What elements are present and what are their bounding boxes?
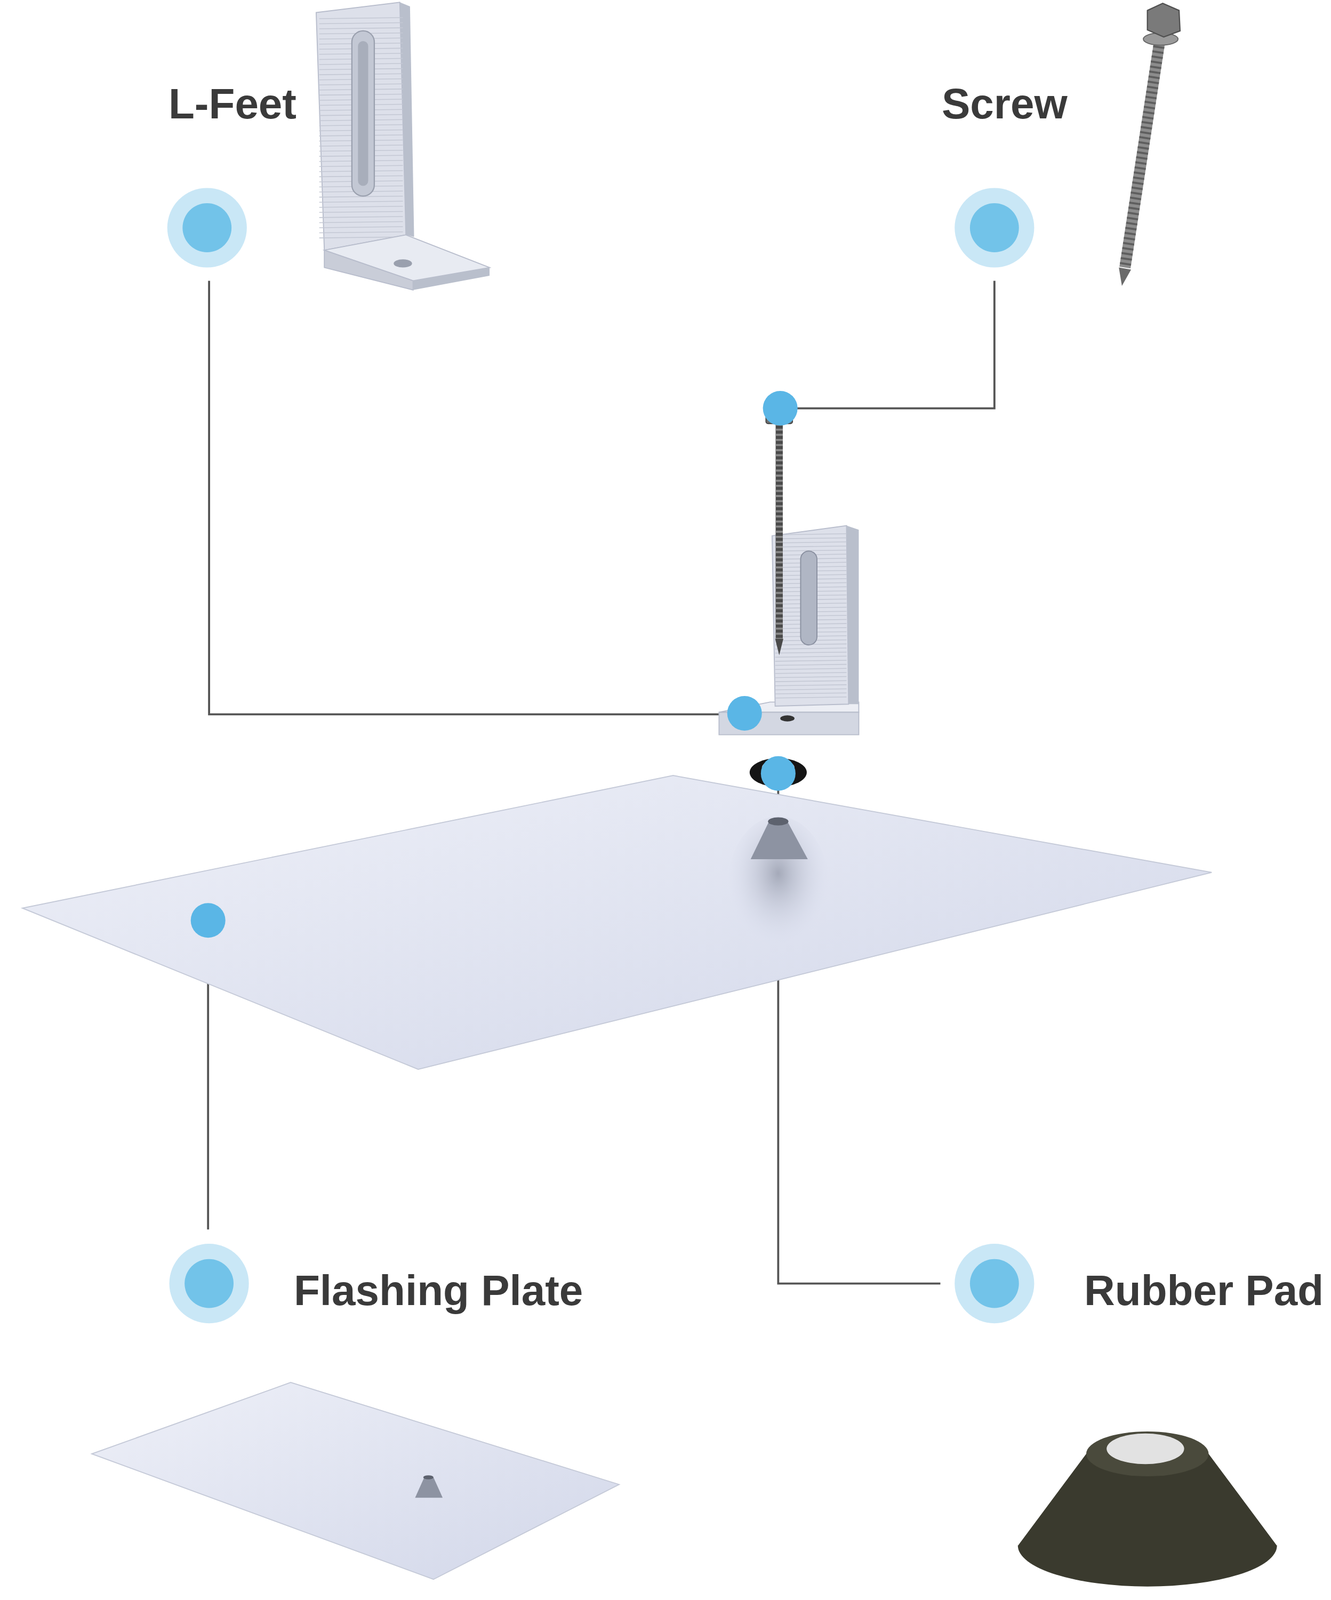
screw-assembled: [765, 412, 793, 655]
l-foot-base-front: [324, 250, 413, 291]
l-foot-side: [846, 525, 859, 704]
l-foot-rib: [775, 537, 847, 539]
l-foot-assembled: [718, 525, 859, 735]
l-foot-rib: [319, 211, 404, 213]
callout-dot: [969, 1259, 1020, 1309]
l-foot-rib: [775, 533, 847, 535]
screw-thread: [1125, 41, 1160, 268]
l-foot-rib: [319, 22, 404, 24]
rubber-pad-icon: [1017, 1431, 1278, 1587]
l-foot-rib: [319, 201, 404, 203]
screw-thread: [775, 423, 783, 639]
callout-ring: [954, 1243, 1034, 1324]
screw-shaft: [775, 423, 783, 639]
part-name: Rubber Pad: [1084, 1269, 1324, 1312]
part-name: Screw: [941, 82, 1068, 126]
l-foot-base-side: [413, 267, 490, 291]
l-foot-rib: [319, 206, 404, 208]
callout-ring: [954, 187, 1034, 268]
screw-tip: [1118, 267, 1132, 286]
l-foot-rib: [775, 647, 847, 649]
callout-ring: [169, 1243, 249, 1324]
rubber-pad-hole: [1106, 1433, 1184, 1464]
leader-line: [780, 280, 995, 408]
l-foot-slot: [351, 30, 375, 197]
l-foot-rib: [775, 655, 847, 657]
l-foot-icon: [316, 2, 490, 290]
callout-markers: [167, 187, 1035, 1324]
flashing-plate-icon: [91, 1382, 620, 1579]
part-name: Flashing Plate: [293, 1269, 583, 1312]
part-name: L-Feet: [168, 82, 297, 126]
plate-cone-top: [423, 1474, 434, 1480]
l-foot-rib: [319, 226, 404, 228]
l-foot-rib: [775, 672, 847, 674]
pointer-dot: [763, 390, 798, 426]
l-foot-rib: [319, 27, 404, 29]
plate-cone-top: [767, 817, 789, 826]
screw-icon: [1118, 3, 1181, 286]
l-foot-rib: [319, 216, 404, 218]
l-foot-rib: [775, 652, 847, 654]
l-foot-rib: [775, 546, 847, 548]
l-foot-slot: [800, 550, 817, 645]
plate-cone: [414, 1477, 443, 1498]
callout-dot: [182, 203, 232, 253]
l-foot-rib: [775, 541, 847, 543]
plate-shadow: [727, 816, 830, 960]
leader-line: [209, 280, 745, 715]
l-foot-slot-inner: [357, 41, 368, 187]
l-foot-rib: [319, 17, 404, 19]
pointer-dot: [760, 756, 796, 791]
l-foot-upright: [316, 2, 406, 251]
callout-dot: [969, 203, 1020, 253]
l-foot-rib: [775, 664, 847, 666]
l-foot-upright: [772, 525, 849, 707]
l-foot-rib: [775, 692, 847, 694]
l-foot-rib: [319, 221, 404, 223]
l-foot-rib: [775, 688, 847, 691]
l-foot-hole: [780, 715, 795, 721]
l-foot-rib: [319, 231, 404, 234]
flashing-plate-drawing: [22, 758, 1212, 1070]
l-foot-rib: [775, 660, 847, 662]
l-foot-rib: [775, 696, 847, 699]
l-foot-ribs: [775, 533, 847, 699]
plate-surface: [22, 775, 1212, 1070]
screw-head: [1147, 3, 1181, 37]
leader-lines: [207, 280, 995, 1284]
l-foot-rib: [775, 684, 847, 686]
plate-cone: [750, 821, 808, 860]
rubber-pad-top: [1086, 1431, 1209, 1477]
screw-shaft: [1125, 41, 1160, 268]
l-foot-hole: [393, 259, 412, 268]
l-foot-rib: [775, 680, 847, 682]
l-foot-ribs: [319, 17, 404, 238]
pointer-dot: [727, 695, 763, 731]
callout-ring: [167, 187, 247, 268]
plate-surface: [91, 1382, 620, 1579]
callout-dot: [184, 1259, 234, 1309]
l-foot-rib: [775, 668, 847, 670]
screw-tip: [775, 638, 784, 656]
pointer-dot: [190, 902, 226, 938]
l-foot-rib: [775, 676, 847, 678]
